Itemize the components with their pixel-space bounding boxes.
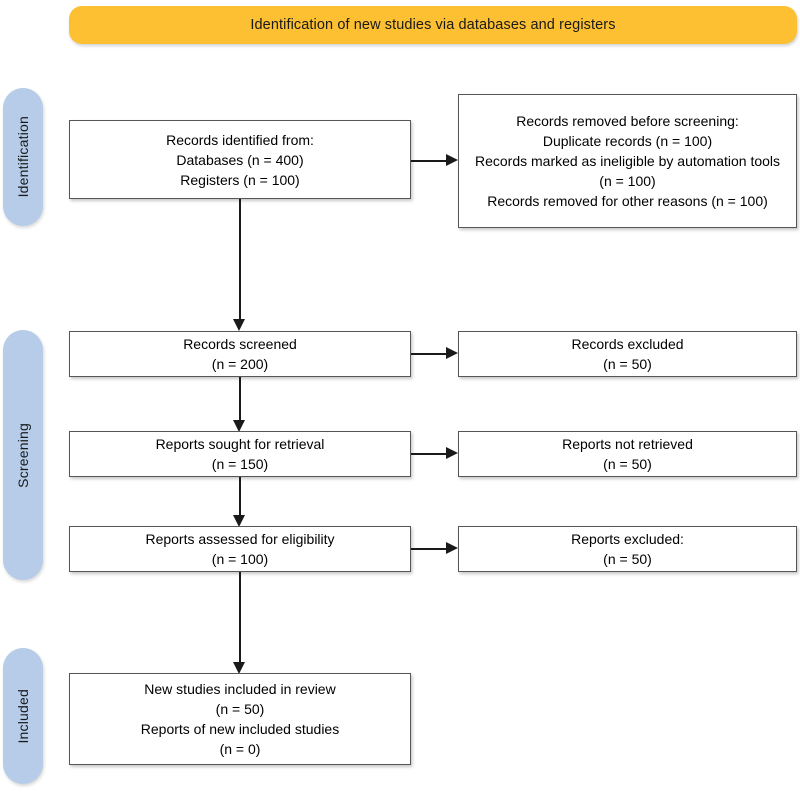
box-new-studies-included: New studies included in review (n = 50) …	[69, 673, 411, 765]
box-line: (n = 200)	[211, 356, 269, 372]
arrowhead-assessed-to-excluded	[446, 542, 458, 554]
box-reports-assessed-for-eligibility: Reports assessed for eligibility (n = 10…	[69, 526, 411, 572]
box-line: Records removed before screening:	[516, 113, 739, 129]
box-records-identified: Records identified from: Databases (n = …	[69, 120, 411, 199]
box-line: (n = 50)	[603, 356, 652, 372]
connector-sought-to-not-retrieved	[411, 453, 446, 455]
connector-screened-to-excluded	[411, 353, 446, 355]
arrowhead-sought-to-not-retrieved	[446, 447, 458, 459]
box-line: Reports excluded:	[571, 531, 684, 547]
arrowhead-screened-to-sought	[233, 420, 245, 432]
box-line: Records removed for other reasons (n = 1…	[487, 193, 768, 209]
arrowhead-sought-to-assessed	[233, 515, 245, 527]
box-line: (n = 100)	[211, 551, 269, 567]
box-line: Records marked as ineligible by automati…	[474, 153, 781, 189]
arrowhead-identified-to-screened	[233, 319, 245, 331]
box-line: (n = 50)	[603, 551, 652, 567]
box-line: (n = 50)	[603, 456, 652, 472]
box-records-screened: Records screened (n = 200)	[69, 331, 411, 377]
stage-pill-included: Included	[3, 648, 43, 784]
arrowhead-screened-to-excluded	[446, 347, 458, 359]
box-line: New studies included in review	[144, 681, 336, 697]
box-line: Reports of new included studies	[140, 721, 340, 737]
diagram-title: Identification of new studies via databa…	[250, 17, 616, 33]
box-line: Records excluded	[571, 336, 684, 352]
arrowhead-assessed-to-included	[233, 662, 245, 674]
stage-label-identification: Identification	[15, 116, 31, 198]
box-line: Reports assessed for eligibility	[145, 531, 335, 547]
box-line: (n = 50)	[215, 701, 265, 717]
stage-pill-identification: Identification	[3, 88, 43, 226]
box-line: Records identified from:	[166, 131, 314, 148]
connector-assessed-to-included	[239, 572, 241, 662]
connector-identified-to-removed	[411, 160, 446, 162]
box-line: Databases (n = 400)	[176, 151, 304, 168]
box-reports-excluded: Reports excluded: (n = 50)	[458, 526, 797, 572]
connector-screened-to-sought	[239, 377, 241, 420]
box-records-excluded: Records excluded (n = 50)	[458, 331, 797, 377]
box-records-removed-before-screening: Records removed before screening: Duplic…	[458, 94, 797, 228]
box-line: Reports not retrieved	[562, 436, 693, 452]
connector-sought-to-assessed	[239, 477, 241, 515]
arrowhead-identified-to-removed	[446, 154, 458, 166]
box-reports-not-retrieved: Reports not retrieved (n = 50)	[458, 431, 797, 477]
connector-assessed-to-excluded	[411, 548, 446, 550]
stage-pill-screening: Screening	[3, 330, 43, 580]
box-reports-sought-for-retrieval: Reports sought for retrieval (n = 150)	[69, 431, 411, 477]
box-line: Registers (n = 100)	[180, 171, 300, 188]
box-line: Records screened	[183, 336, 297, 352]
box-line: (n = 150)	[211, 456, 269, 472]
connector-identified-to-screened	[239, 199, 241, 319]
box-line: Duplicate records (n = 100)	[542, 133, 713, 149]
box-line: (n = 0)	[219, 741, 261, 757]
box-line: Reports sought for retrieval	[155, 436, 325, 452]
diagram-header-banner: Identification of new studies via databa…	[69, 6, 797, 44]
stage-label-screening: Screening	[15, 422, 31, 488]
stage-label-included: Included	[15, 688, 31, 744]
